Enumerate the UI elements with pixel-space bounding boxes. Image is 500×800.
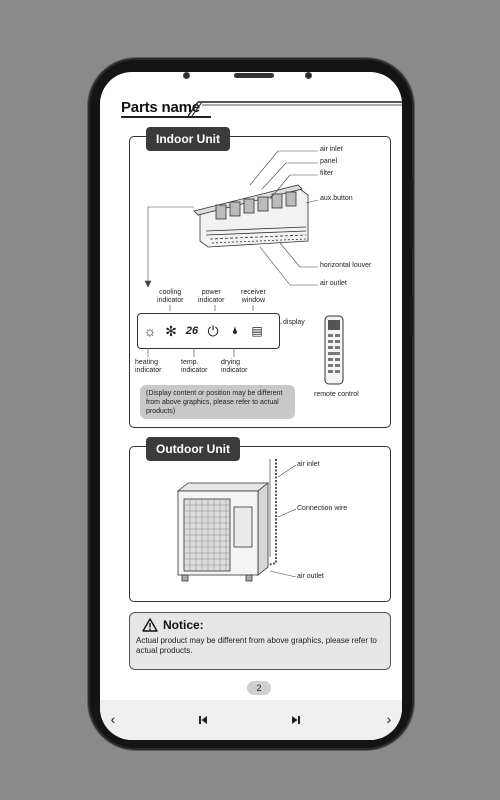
label-filter: filter: [320, 170, 334, 177]
outdoor-unit-tab: Outdoor Unit: [146, 437, 240, 461]
cooling-icon: ✻: [165, 323, 177, 339]
label-heating-indicator: heating indicator: [135, 359, 162, 375]
outdoor-unit-drawing: [176, 459, 297, 582]
volume-button: [409, 180, 413, 250]
label-aux-button: aux.button: [320, 195, 353, 202]
label-outdoor-air-outlet: air outlet: [297, 573, 324, 580]
page-title: Parts name: [121, 99, 200, 116]
label-air-inlet: air inlet: [320, 146, 343, 153]
front-camera: [183, 72, 190, 79]
screen: Parts name Indoor Unit: [100, 72, 402, 740]
label-panel: panel: [320, 158, 338, 165]
label-air-outlet: air outlet: [320, 280, 347, 287]
display-panel: ☼ ✻ 26 ⏻ 🌢 ▤: [137, 313, 280, 349]
label-remote-control: remote control: [314, 391, 359, 398]
title-decoration: [188, 101, 402, 117]
indoor-unit-section: Indoor Unit: [129, 127, 391, 428]
notice-text: Actual product may be different from abo…: [136, 636, 377, 656]
label-outdoor-air-inlet: air inlet: [297, 461, 320, 468]
heating-icon: ☼: [143, 323, 157, 339]
label-display: display: [283, 319, 305, 326]
title-underline: [121, 116, 211, 118]
notice-title: Notice:: [163, 618, 204, 632]
drying-icon: 🌢: [231, 325, 239, 337]
outdoor-unit-section: Outdoor Unit: [129, 437, 391, 602]
receiver-window-icon: ▤: [251, 324, 263, 338]
page-number: 2: [247, 681, 271, 695]
disclaimer-note: (Display content or position may be diff…: [140, 385, 295, 419]
label-temp-indicator: temp. indicator: [181, 359, 208, 375]
speaker-grille: [234, 73, 274, 78]
notice-box: Notice: Actual product may be different …: [129, 612, 391, 670]
label-power-indicator: power indicator: [198, 289, 225, 305]
label-drying-indicator: drying indicator: [221, 359, 248, 375]
warning-icon: [142, 618, 158, 632]
remote-control-image: [324, 315, 344, 385]
bottom-navigation-bar: ‹ ›: [100, 700, 402, 740]
indoor-unit-drawing: [144, 150, 319, 357]
label-connection-wire: Connection wire: [297, 505, 348, 512]
skip-end-icon[interactable]: [285, 708, 307, 730]
temp-display: 26: [185, 325, 199, 337]
chevron-left-icon[interactable]: ‹: [110, 711, 116, 727]
label-receiver-window: receiver window: [241, 289, 266, 305]
label-cooling-indicator: cooling indicator: [157, 289, 184, 305]
label-horizontal-louver: horizontal louver: [320, 262, 372, 269]
front-sensor: [305, 72, 312, 79]
chevron-right-icon[interactable]: ›: [386, 711, 392, 727]
power-icon: ⏻: [207, 323, 219, 339]
power-button: [409, 296, 413, 336]
indoor-unit-tab: Indoor Unit: [146, 127, 230, 151]
skip-start-icon[interactable]: [192, 708, 214, 730]
